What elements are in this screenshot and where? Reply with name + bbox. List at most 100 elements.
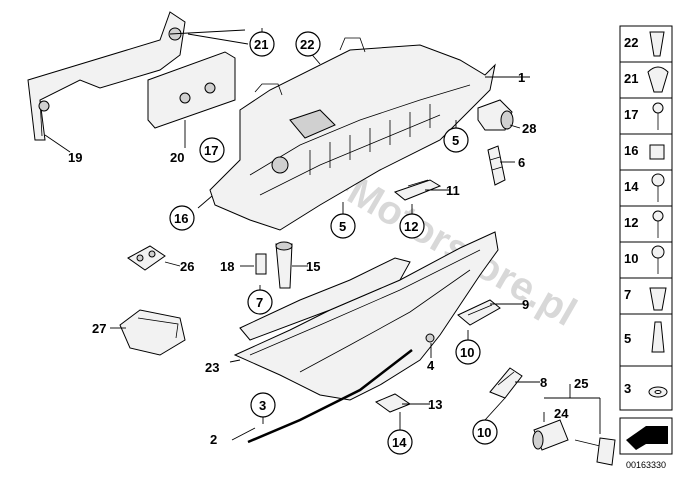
svg-text:10: 10	[477, 425, 491, 440]
svg-text:22: 22	[624, 35, 638, 50]
key-item-21: 21	[619, 61, 673, 99]
callout-24: 24	[554, 406, 569, 421]
svg-text:21: 21	[624, 71, 638, 86]
svg-text:7: 7	[256, 295, 263, 310]
part-1-glovebox-housing	[209, 37, 496, 231]
callout-17: 17	[199, 137, 225, 163]
svg-text:2: 2	[210, 432, 217, 447]
part-15-light	[275, 241, 293, 289]
key-item-5: 5	[619, 313, 673, 367]
part-25-key	[574, 437, 616, 466]
callout-25: 25	[574, 376, 588, 391]
callout-10a: 10	[455, 339, 481, 365]
callout-19: 19	[68, 150, 82, 165]
callout-2: 2	[210, 432, 217, 447]
part-13-clip	[374, 393, 412, 413]
key-item-10: 10	[619, 241, 673, 279]
callout-4: 4	[427, 358, 435, 373]
part-26-connector	[127, 245, 166, 271]
callout-28: 28	[522, 121, 536, 136]
part-8-latch	[489, 367, 523, 399]
callout-15: 15	[306, 259, 320, 274]
callout-23: 23	[205, 360, 219, 375]
callout-20: 20	[170, 150, 184, 165]
svg-text:28: 28	[522, 121, 536, 136]
svg-text:27: 27	[92, 321, 106, 336]
svg-text:25: 25	[574, 376, 588, 391]
key-item-22: 22	[619, 25, 673, 63]
fastener-key-panel: 22 21 17 16 14	[619, 25, 673, 470]
key-item-7: 7	[619, 277, 673, 315]
part-11-bracket	[393, 179, 442, 201]
part-18-switch	[255, 253, 267, 275]
svg-text:26: 26	[180, 259, 194, 274]
callout-5a: 5	[443, 127, 469, 153]
callout-9: 9	[522, 297, 529, 312]
arrow-icon	[619, 417, 673, 455]
callout-7: 7	[247, 289, 273, 315]
svg-text:10: 10	[460, 345, 474, 360]
callout-11: 11	[446, 183, 460, 198]
part-9-lock	[457, 299, 501, 326]
callout-5b: 5	[330, 213, 356, 239]
svg-text:6: 6	[518, 155, 525, 170]
svg-text:1: 1	[518, 70, 525, 85]
svg-text:14: 14	[624, 179, 639, 194]
svg-text:14: 14	[392, 435, 407, 450]
part-lid-inner-frame	[239, 257, 411, 341]
svg-text:4: 4	[427, 358, 435, 373]
svg-text:17: 17	[204, 143, 218, 158]
svg-text:24: 24	[554, 406, 569, 421]
callout-21: 21	[249, 31, 275, 57]
svg-text:8: 8	[540, 375, 547, 390]
part-24-lock-cylinder	[532, 419, 569, 451]
callout-22: 22	[295, 31, 321, 57]
svg-text:3: 3	[259, 398, 266, 413]
svg-text:22: 22	[300, 37, 314, 52]
callout-10b: 10	[472, 419, 498, 445]
svg-text:15: 15	[306, 259, 320, 274]
part-6-clip	[487, 145, 506, 186]
key-item-12: 12	[619, 205, 673, 243]
part-2-rod	[247, 349, 413, 444]
svg-text:5: 5	[624, 331, 631, 346]
svg-text:12: 12	[624, 215, 638, 230]
callout-3: 3	[250, 392, 276, 418]
callout-14: 14	[387, 429, 413, 455]
svg-text:18: 18	[220, 259, 234, 274]
key-item-17: 17	[619, 97, 673, 135]
key-item-14: 14	[619, 169, 673, 207]
svg-text:5: 5	[339, 219, 346, 234]
part-27-tray	[119, 309, 186, 356]
svg-text:3: 3	[624, 381, 631, 396]
svg-text:10: 10	[624, 251, 638, 266]
callout-8: 8	[540, 375, 547, 390]
key-item-16: 16	[619, 133, 673, 171]
svg-text:13: 13	[428, 397, 442, 412]
part-20-cover	[147, 51, 236, 129]
svg-text:23: 23	[205, 360, 219, 375]
callout-27: 27	[92, 321, 106, 336]
callout-1: 1	[518, 70, 525, 85]
key-item-3: 3	[619, 365, 673, 411]
svg-text:11: 11	[446, 183, 460, 198]
callout-12: 12	[399, 213, 425, 239]
svg-text:21: 21	[254, 37, 268, 52]
callout-18: 18	[220, 259, 234, 274]
catalog-id: 00163330	[626, 460, 666, 470]
callout-13: 13	[428, 397, 442, 412]
callout-6: 6	[518, 155, 525, 170]
svg-text:17: 17	[624, 107, 638, 122]
svg-text:5: 5	[452, 133, 459, 148]
svg-text:19: 19	[68, 150, 82, 165]
svg-text:7: 7	[624, 287, 631, 302]
svg-text:12: 12	[404, 219, 418, 234]
svg-text:9: 9	[522, 297, 529, 312]
callout-26: 26	[180, 259, 194, 274]
svg-text:16: 16	[624, 143, 638, 158]
part-4-knob	[425, 333, 435, 343]
svg-text:16: 16	[174, 211, 188, 226]
callout-16: 16	[169, 205, 195, 231]
svg-text:20: 20	[170, 150, 184, 165]
